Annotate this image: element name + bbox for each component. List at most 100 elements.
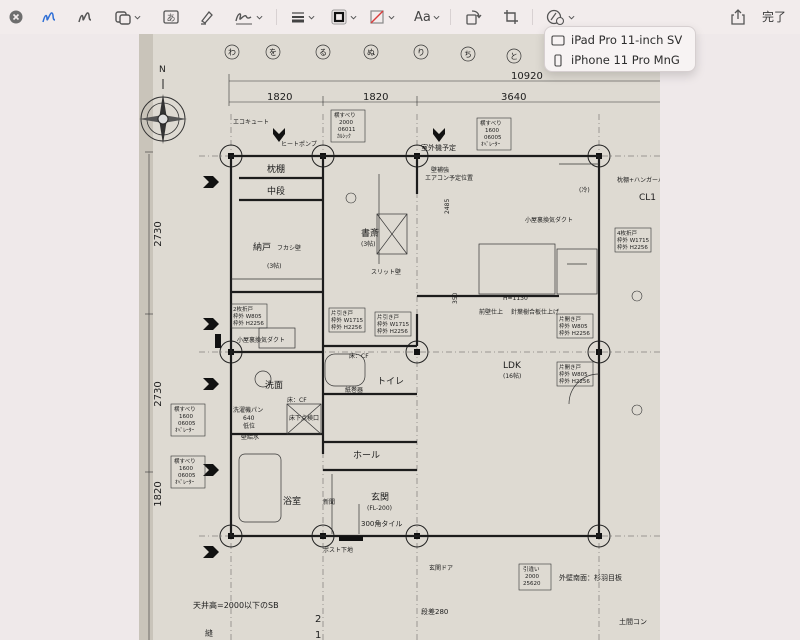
signature-icon[interactable] (234, 7, 263, 27)
door-tag: 枠外 H2256 (331, 323, 362, 331)
grid-label: り (417, 48, 425, 57)
window-tag: 横すべり (334, 111, 356, 119)
note-label: エアコン予定位置 (425, 174, 473, 182)
note-label: (冷) (579, 186, 590, 194)
note-label: 段差280 (421, 607, 448, 616)
device-menu-item-label: iPad Pro 11-inch SV (571, 33, 683, 47)
text-box-icon[interactable]: あ (162, 7, 180, 27)
door-tag: 枠外 W805 (559, 322, 588, 330)
door-tag: 片引き戸 (331, 309, 354, 317)
note-label: 天井高=2000以下のSB (193, 600, 279, 610)
door-tag: 枠外 W805 (233, 312, 262, 320)
room-label: LDK (503, 361, 522, 371)
highlight-icon[interactable] (198, 7, 216, 27)
window-tag: 引違い (523, 565, 540, 573)
room-note: フカシ壁 (277, 244, 301, 252)
door-tag: 片引き戸 (377, 313, 400, 321)
grid-label: ぬ (367, 48, 375, 57)
note-label: エコキュート (233, 119, 269, 126)
shape-style-icon[interactable] (290, 7, 315, 27)
room-label: 中段 (267, 185, 285, 197)
room-label: 枕棚 (267, 163, 285, 175)
floor-plan-document: わ を る ぬ り ち と 10920 1820 1820 3640 (139, 34, 660, 640)
room-label: 書斎 (361, 227, 379, 239)
note-label: 洗濯機パン (233, 406, 263, 414)
window-tag: 横すべり (174, 405, 196, 413)
ipad-icon (551, 34, 565, 46)
crop-icon[interactable] (502, 7, 520, 27)
window-tag: 06005 (178, 473, 196, 479)
dimension-left: 1820 (153, 481, 164, 506)
note-label: 1 (315, 630, 321, 640)
device-menu-item-ipad[interactable]: iPad Pro 11-inch SV (545, 30, 697, 50)
floor-plan-drawing: わ を る ぬ り ち と 10920 1820 1820 3640 (139, 44, 660, 640)
door-tag: 枠外 W1715 (377, 320, 410, 328)
room-label: ホール (353, 450, 380, 461)
draw-icon[interactable] (76, 7, 94, 27)
note-label: 玄関ドア (429, 564, 453, 572)
sketch-icon[interactable] (40, 7, 58, 27)
grid-label: を (269, 48, 277, 57)
window-tag: 2000 (339, 120, 353, 126)
chevron-down-icon (388, 15, 395, 20)
grid-label: る (319, 48, 327, 57)
chevron-down-icon (308, 15, 315, 20)
done-button[interactable]: 完了 (762, 10, 787, 24)
note-label: 2 (315, 614, 321, 625)
door-tag: 枠外 W1715 (331, 316, 364, 324)
door-tag: 枠外 H2256 (559, 377, 590, 385)
window-tag: 1600 (485, 128, 499, 134)
device-menu-item-iphone[interactable]: iPhone 11 Pro MnG (545, 50, 697, 70)
text-style-icon[interactable]: Aa (414, 7, 440, 27)
note-label: 350 (452, 292, 459, 304)
dimension-top: 3640 (501, 92, 526, 103)
note-label: 針葉樹合板仕上げ (511, 308, 559, 316)
note-label: H=1130 (503, 295, 528, 302)
page-edge-shadow (139, 34, 153, 640)
rotate-icon[interactable] (464, 7, 482, 27)
border-color-icon[interactable] (330, 7, 357, 27)
device-menu: iPad Pro 11-inch SV iPhone 11 Pro MnG (544, 26, 696, 72)
note-label: 壁給水 (241, 433, 259, 441)
room-size: (16帖) (503, 372, 521, 380)
door-tag: 枠外 W1715 (617, 236, 650, 244)
device-menu-item-label: iPhone 11 Pro MnG (571, 53, 680, 67)
share-icon[interactable] (730, 7, 746, 27)
door-tag: 枠外 H2256 (617, 243, 648, 251)
shapes-icon[interactable] (114, 7, 141, 27)
chevron-down-icon (256, 15, 263, 20)
door-tag: 枠外 H2256 (559, 329, 590, 337)
room-label: 洗面 (265, 379, 283, 391)
chevron-down-icon (350, 15, 357, 20)
note-label: 低位 (243, 422, 255, 430)
note-label: 縫 (205, 628, 213, 638)
room-label: 玄関 (371, 491, 389, 503)
door-tag: 枠外 H2256 (233, 319, 264, 327)
text-box-label: あ (166, 13, 175, 24)
window-tag: 25620 (523, 581, 541, 587)
fill-color-icon[interactable] (368, 7, 395, 27)
svg-text:N: N (159, 65, 166, 75)
close-icon[interactable] (8, 7, 24, 27)
room-label: トイレ (377, 377, 404, 387)
note-label: ヒートポンプ (281, 140, 317, 148)
window-tag: 横すべり (174, 457, 196, 465)
window-tag: 1600 (179, 414, 193, 420)
door-tag: 片開き戸 (559, 363, 582, 371)
note-label: 土間コン (619, 617, 647, 626)
window-tag: ｶﾙｼｯｸ (337, 133, 351, 140)
toolbar-divider (532, 9, 533, 25)
window-tag: 06011 (338, 127, 356, 133)
window-tag: 横すべり (480, 119, 502, 127)
window-tag: ｵﾍﾟﾚｰﾀｰ (175, 479, 195, 486)
grid-label: わ (228, 48, 236, 57)
annotate-device-icon[interactable] (546, 7, 575, 27)
note-label: 床下点検口 (289, 414, 319, 422)
room-note: (FL-200) (367, 505, 392, 512)
note-label: 壁補強 (431, 166, 449, 174)
room-label: CL1 (639, 193, 656, 203)
toolbar-divider (276, 9, 277, 25)
window-tag: 06005 (484, 135, 502, 141)
dimension-left: 2730 (153, 221, 164, 246)
note-label: 640 (243, 415, 255, 422)
